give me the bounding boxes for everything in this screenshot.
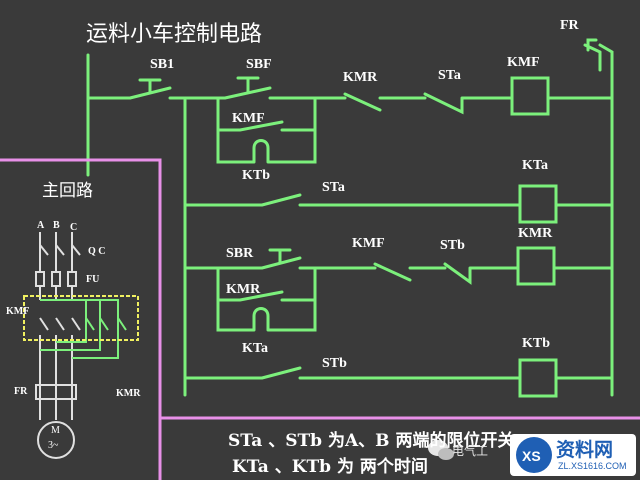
ktb-coil (518, 358, 558, 398)
row4-wire (183, 366, 522, 380)
label-kta-nc: KTa (242, 341, 268, 356)
kmf-hold-left (216, 96, 242, 164)
label-kmr-nc-top: KMR (343, 70, 378, 85)
kta-nc-contact (238, 307, 290, 332)
logo-url: ZL.XS1616.COM (558, 461, 627, 471)
wechat-watermark: 电气工 (452, 444, 489, 458)
sbf-button (236, 76, 260, 94)
logo-text-cn: 资料网 (556, 439, 614, 461)
main-circuit-title: 主回路 (42, 181, 93, 201)
fuse-c (67, 271, 77, 287)
label-ktb-coil: KTb (522, 336, 551, 351)
note-line-1: STa 、STb 为A、B 两端的限位开关 (228, 431, 515, 451)
kmr-hold-line (216, 290, 317, 302)
label-stb-mid: STb (440, 238, 465, 253)
fr-heater (35, 384, 77, 400)
kmr-coil (516, 246, 556, 286)
label-qc: Q C (88, 246, 106, 257)
row3-wire (183, 256, 347, 270)
label-kmr-hold: KMR (226, 282, 261, 297)
kta-coil (518, 184, 558, 224)
label-kmf-hold: KMF (232, 111, 265, 126)
sbr-button (268, 248, 292, 264)
page-title: 运料小车控制电路 (86, 22, 263, 47)
ktb-nc-contact (238, 139, 290, 164)
main-down (39, 335, 73, 420)
label-kta-coil: KTa (522, 158, 548, 173)
label-kmr-main: KMR (116, 388, 141, 399)
motor-label-3phase: 3~ (48, 440, 59, 451)
wechat-icon (428, 440, 454, 460)
kmf-nc-mid (343, 262, 432, 282)
sta-contact-top (398, 92, 512, 115)
label-kmf-nc: KMF (352, 236, 385, 251)
label-sbr: SBR (226, 246, 254, 261)
fr-contact (583, 43, 614, 92)
kmf-hold-right (286, 96, 317, 164)
label-sbf: SBF (246, 57, 272, 72)
fr-hook (586, 38, 598, 52)
kmr-hold-right (286, 266, 317, 332)
kmr-highlight-box (23, 295, 139, 341)
sb1-button (138, 78, 162, 94)
label-phase-c: C (70, 222, 78, 233)
qc-switch (39, 244, 81, 256)
motor-circle (37, 421, 75, 459)
sbf-contact (183, 86, 317, 100)
label-sta-top: STa (438, 68, 461, 83)
logo-mark-icon: XS (516, 437, 552, 473)
note-line-2: KTa 、KTb 为 两个时间 (232, 457, 428, 477)
logo-mark-text: XS (522, 448, 541, 464)
label-fr: FR (560, 18, 579, 33)
site-logo: XS 资料网 ZL.XS1616.COM (510, 434, 636, 476)
label-kmr-coil: KMR (518, 226, 553, 241)
kmf-coil (510, 76, 550, 116)
label-kmf-main: KMF (6, 306, 30, 317)
label-stb-bottom: STb (322, 356, 347, 371)
kmf-main-contacts (39, 317, 81, 331)
main-circuit-frame (0, 158, 162, 480)
row2-wire (183, 193, 522, 207)
label-fr-main: FR (14, 386, 28, 397)
kmr-hold-left (216, 266, 242, 332)
label-phase-a: A (37, 220, 45, 231)
stb-contact-mid (428, 262, 520, 285)
label-sb1: SB1 (150, 57, 175, 72)
kmr-main-contacts (85, 317, 127, 331)
label-kmf-coil: KMF (507, 55, 540, 70)
label-phase-b: B (53, 220, 60, 231)
kmr-nc-top (313, 92, 402, 112)
label-ktb-nc: KTb (242, 168, 271, 183)
sb1-contact (128, 86, 187, 100)
fuse-b (51, 271, 61, 287)
kmr-cross-wire (40, 299, 119, 359)
label-fu: FU (86, 274, 100, 285)
kmf-hold-line (216, 120, 317, 132)
label-sta-mid: STa (322, 180, 345, 195)
motor-label-m: M (51, 425, 60, 436)
fuse-a (35, 271, 45, 287)
